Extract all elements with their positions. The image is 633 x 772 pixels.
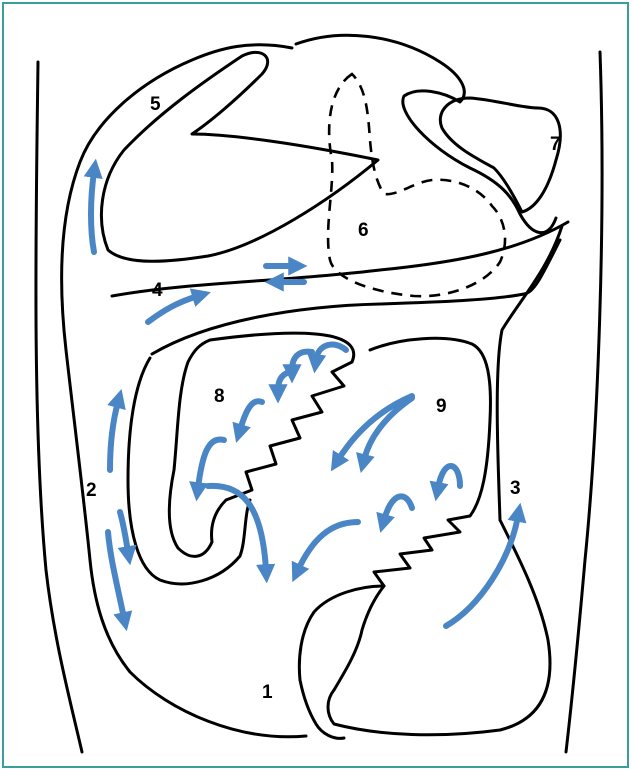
right-body-wall (566, 52, 602, 752)
transverse-colon-band (152, 240, 560, 354)
label-1: 1 (262, 682, 273, 703)
flow-arrow-left-gutter-down-short (120, 512, 128, 552)
left-body-wall (36, 62, 82, 752)
flow-arrow-8b (292, 352, 312, 370)
flow-arrow-right-subphrenic (91, 172, 94, 252)
flow-arrow-8d (240, 401, 262, 430)
flow-arrow-9b (384, 496, 412, 520)
spleen-outline (440, 98, 560, 212)
left-paracolic-outer-line (62, 45, 306, 737)
flow-arrow-8a (316, 345, 346, 360)
liver-outline (101, 52, 378, 261)
flow-arrow-left-gutter-up (110, 402, 118, 470)
label-5: 5 (150, 94, 161, 115)
label-8: 8 (214, 386, 225, 407)
label-7: 7 (550, 134, 561, 155)
descending-colon-line (497, 226, 562, 520)
pelvic-boundary-line (300, 680, 344, 738)
label-4: 4 (152, 280, 163, 301)
flow-arrow-9c (298, 522, 358, 570)
pelvic-fold-line (334, 586, 384, 690)
flow-arrow-left-gutter-down (108, 532, 124, 618)
label-6: 6 (358, 220, 369, 241)
left-inframesocolic-space (169, 333, 354, 556)
label-3: 3 (510, 478, 521, 499)
flow-arrow-8e (198, 439, 224, 488)
left-mesenteric-fold (128, 358, 250, 584)
label-2: 2 (86, 480, 97, 501)
flow-arrow-9a (438, 466, 460, 488)
label-9: 9 (436, 396, 447, 417)
flow-arrow-8c (278, 372, 290, 390)
lesser-sac-dashed-outline (328, 74, 505, 296)
